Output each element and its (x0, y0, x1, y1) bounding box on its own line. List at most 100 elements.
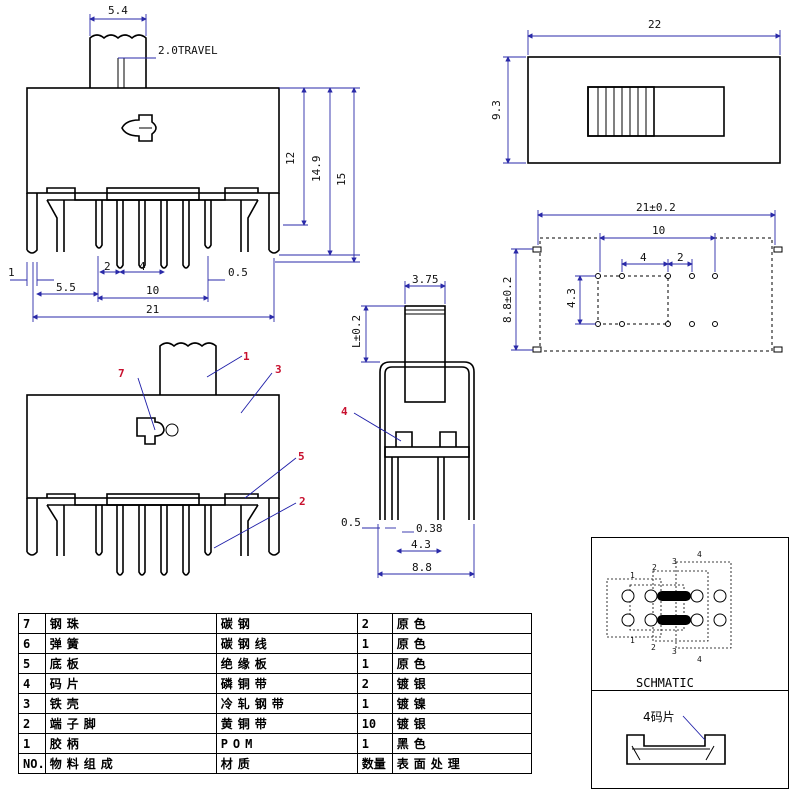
sch-num-top-1: 1 (630, 571, 635, 580)
dim-3-75: 3.75 (412, 273, 439, 286)
dim-10: 10 (146, 284, 159, 297)
table-row: 3 铁壳 冷轧钢带 1 镀镍 (18, 693, 532, 714)
dim-5-5: 5.5 (56, 281, 76, 294)
dim-side-0-38: 0.38 (416, 522, 443, 535)
schematic: 1 2 3 4 1 2 3 4 (606, 550, 732, 765)
dim-14-9: 14.9 (310, 156, 323, 183)
bom-header-qty: 数量 (356, 753, 393, 774)
schematic-divider (592, 690, 788, 691)
bom-name: 铁壳 (44, 693, 217, 714)
bom-header-no: NO. (18, 753, 46, 774)
bom-finish: 黑色 (391, 733, 532, 754)
sch-num-top-2: 2 (652, 563, 657, 572)
bom-name: 底板 (44, 653, 217, 674)
dim-21-tol: 21±0.2 (636, 201, 676, 214)
dim-pcb-4-3: 4.3 (565, 288, 578, 308)
contact-part-label: 4码片 (643, 710, 675, 724)
dim-pcb-10: 10 (652, 224, 665, 237)
bom-header-material: 材质 (215, 753, 358, 774)
callout-7: 7 (118, 367, 125, 380)
dim-pcb-8-8: 8.8±0.2 (501, 277, 514, 323)
dim-4: 4 (139, 260, 146, 273)
table-header-row: NO. 物料组成 材质 数量 表面处理 (18, 753, 532, 774)
bom-name: 钢珠 (44, 613, 217, 634)
pcb-layout: 21±0.2 10 4 2 4.3 8.8±0.2 (501, 201, 783, 353)
dim-9-3: 9.3 (490, 100, 503, 120)
bom-name: 码片 (44, 673, 217, 694)
table-row: 6 弹簧 碳钢线 1 原色 (18, 633, 532, 654)
bom-qty: 10 (356, 713, 393, 734)
schematic-label: SCHMATIC (636, 676, 694, 690)
bom-finish: 镀银 (391, 673, 532, 694)
callout-2: 2 (299, 495, 306, 508)
schematic-box (591, 537, 789, 789)
callout-3: 3 (275, 363, 282, 376)
dim-0-5: 0.5 (228, 266, 248, 279)
bom-header-finish: 表面处理 (391, 753, 532, 774)
table-row: 4 码片 磷铜带 2 镀银 (18, 673, 532, 694)
callout-4: 4 (341, 405, 348, 418)
dim-1: 1 (8, 266, 15, 279)
bom-material: 黄铜带 (215, 713, 358, 734)
bom-qty: 1 (356, 633, 393, 654)
bom-material: 碳钢线 (215, 633, 358, 654)
bom-material: POM (215, 733, 358, 754)
bom-no: 2 (18, 713, 46, 734)
bom-material: 碳钢 (215, 613, 358, 634)
bom-finish: 原色 (391, 633, 532, 654)
bom-no: 1 (18, 733, 46, 754)
front-view: 5.4 2.0TRAVEL 12 14.9 15 1 2 4 0.5 5.5 1… (8, 4, 360, 322)
bom-qty: 2 (356, 613, 393, 634)
bom-no: 6 (18, 633, 46, 654)
dim-side-0-5: 0.5 (341, 516, 361, 529)
bom-header-name: 物料组成 (44, 753, 217, 774)
dim-travel: 2.0TRAVEL (158, 44, 218, 57)
sch-num-bottom-3: 3 (672, 647, 677, 656)
bom-no: 5 (18, 653, 46, 674)
dim-pcb-4: 4 (640, 251, 647, 264)
dim-12: 12 (284, 152, 297, 165)
bom-finish: 原色 (391, 653, 532, 674)
bom-table: 7 钢珠 碳钢 2 原色 6 弹簧 碳钢线 1 原色 5 底板 绝缘板 1 原色… (18, 613, 532, 774)
dim-2: 2 (104, 260, 111, 273)
callout-1: 1 (243, 350, 250, 363)
bom-finish: 原色 (391, 613, 532, 634)
table-row: 5 底板 绝缘板 1 原色 (18, 653, 532, 674)
bom-finish: 镀银 (391, 713, 532, 734)
dim-pcb-2: 2 (677, 251, 684, 264)
dim-15: 15 (335, 173, 348, 186)
sch-num-bottom-2: 2 (651, 643, 656, 652)
sch-num-top-4: 4 (697, 550, 702, 559)
bom-finish: 镀镍 (391, 693, 532, 714)
bom-name: 弹簧 (44, 633, 217, 654)
sch-num-bottom-4: 4 (697, 655, 702, 664)
dim-side-4-3: 4.3 (411, 538, 431, 551)
bom-qty: 2 (356, 673, 393, 694)
bom-qty: 1 (356, 733, 393, 754)
bom-qty: 1 (356, 653, 393, 674)
table-row: 1 胶柄 POM 1 黑色 (18, 733, 532, 754)
bom-no: 3 (18, 693, 46, 714)
bom-material: 磷铜带 (215, 673, 358, 694)
sch-num-bottom-1: 1 (630, 636, 635, 645)
bom-material: 绝缘板 (215, 653, 358, 674)
bom-qty: 1 (356, 693, 393, 714)
bom-name: 端子脚 (44, 713, 217, 734)
bom-material: 冷轧钢带 (215, 693, 358, 714)
bom-no: 7 (18, 613, 46, 634)
dim-top-width: 5.4 (108, 4, 128, 17)
callout-view: 1 7 3 5 2 4 (26, 342, 402, 576)
dim-21: 21 (146, 303, 159, 316)
bom-name: 胶柄 (44, 733, 217, 754)
table-row: 7 钢珠 碳钢 2 原色 (18, 613, 532, 634)
dim-l-tol: L±0.2 (350, 315, 363, 348)
sch-num-top-3: 3 (672, 557, 677, 566)
top-view: 22 9.3 (490, 18, 781, 164)
callout-5: 5 (298, 450, 305, 463)
table-row: 2 端子脚 黄铜带 10 镀银 (18, 713, 532, 734)
dim-side-8-8: 8.8 (412, 561, 432, 574)
bom-no: 4 (18, 673, 46, 694)
side-view: 3.75 L±0.2 0.5 0.38 4.3 8.8 (341, 273, 475, 578)
dim-22: 22 (648, 18, 661, 31)
